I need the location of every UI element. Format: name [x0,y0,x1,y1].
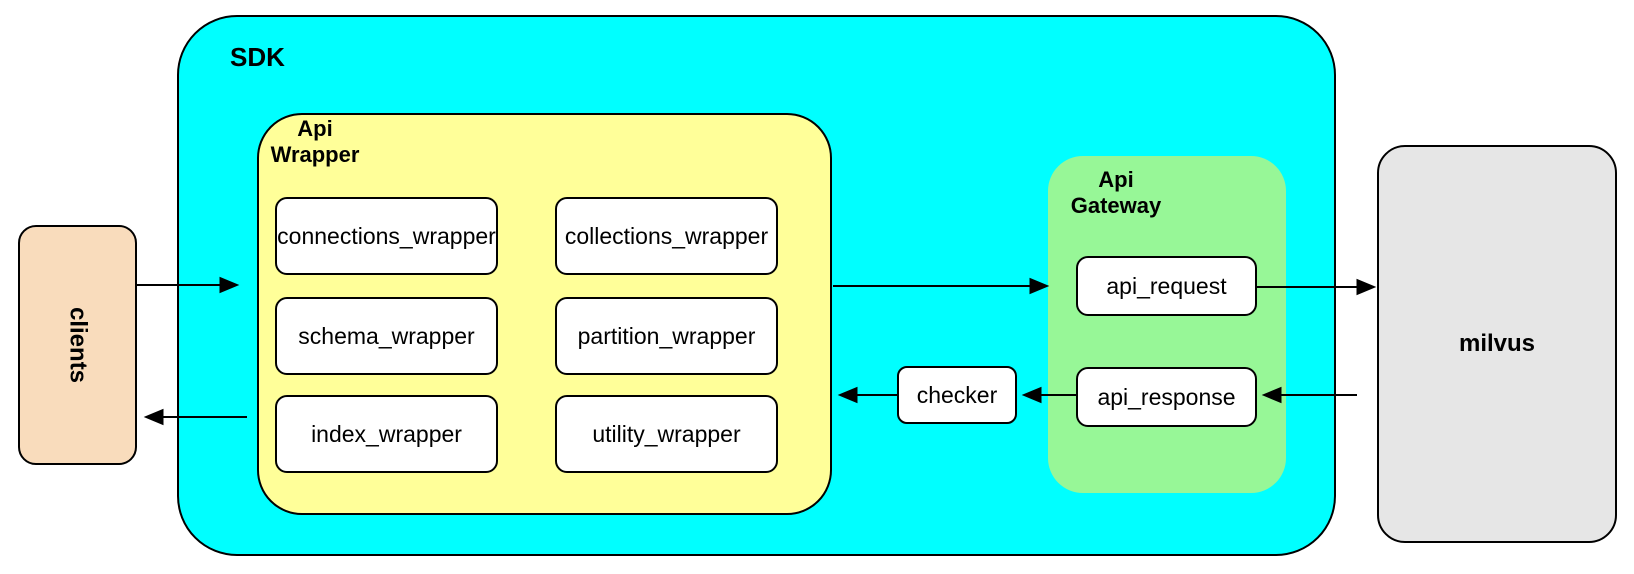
api-wrapper-label: Api Wrapper [270,116,360,167]
node-collections-wrapper: collections_wrapper [555,197,778,275]
node-connections-wrapper-label: connections_wrapper [277,222,496,249]
node-api-response-label: api_response [1097,383,1236,410]
node-connections-wrapper: connections_wrapper [275,197,498,275]
node-schema-wrapper-label: schema_wrapper [298,322,475,349]
node-partition-wrapper: partition_wrapper [555,297,778,375]
node-utility-wrapper-label: utility_wrapper [592,420,741,447]
node-index-wrapper: index_wrapper [275,395,498,473]
milvus-label: milvus [1458,330,1536,357]
node-api-request-label: api_request [1106,272,1227,299]
node-schema-wrapper: schema_wrapper [275,297,498,375]
node-collections-wrapper-label: collections_wrapper [564,222,769,249]
node-utility-wrapper: utility_wrapper [555,395,778,473]
node-partition-wrapper-label: partition_wrapper [577,322,756,349]
node-checker: checker [897,366,1017,424]
sdk-label: SDK [230,42,285,72]
node-index-wrapper-label: index_wrapper [311,420,462,447]
node-api-response: api_response [1076,367,1257,427]
api-gateway-label: Api Gateway [1070,167,1162,218]
node-checker-label: checker [916,381,998,408]
api-gateway-container [1048,156,1286,493]
clients-box: clients [18,225,137,465]
node-api-request: api_request [1076,256,1257,316]
clients-label: clients [64,306,92,384]
milvus-box: milvus [1377,145,1617,543]
